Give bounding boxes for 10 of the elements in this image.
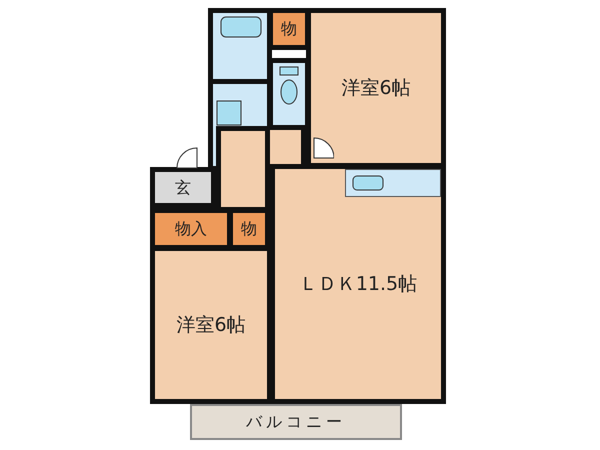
room-label: 洋室6帖 bbox=[176, 312, 246, 338]
room-label: 物 bbox=[241, 218, 257, 240]
room-area bbox=[270, 164, 446, 404]
room-label: 洋室6帖 bbox=[341, 76, 411, 101]
room-label: ＬＤＫ11.5帖 bbox=[298, 272, 418, 297]
room-label: 玄 bbox=[175, 176, 191, 198]
room-label: 物 bbox=[281, 18, 297, 40]
room-label: バルコニー bbox=[246, 411, 346, 433]
room-label: 物入 bbox=[175, 218, 207, 240]
balcony-area bbox=[190, 404, 402, 440]
